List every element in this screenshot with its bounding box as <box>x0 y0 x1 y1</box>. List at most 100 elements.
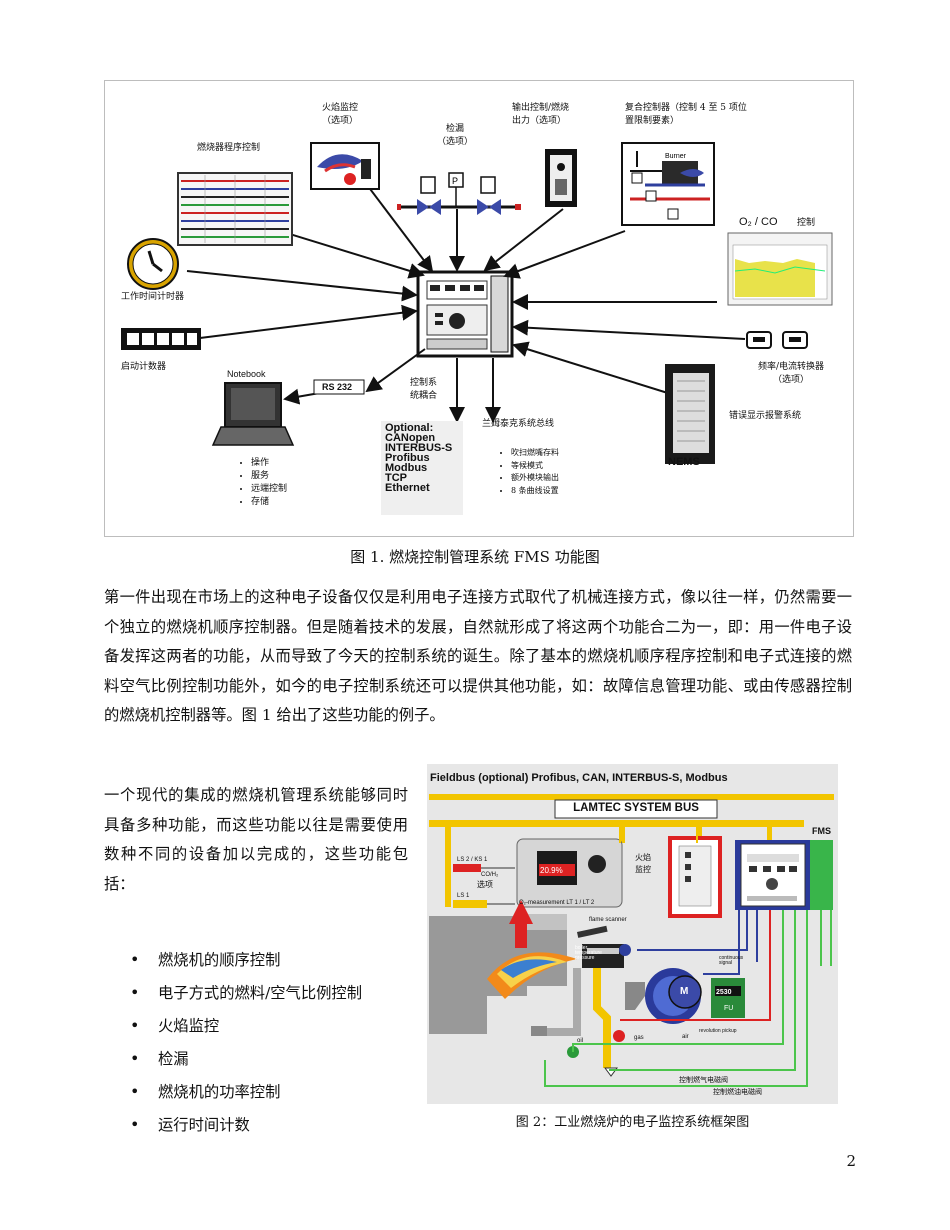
label-leak-detect: 检漏 <box>445 124 464 134</box>
label-ls1: LS 1 <box>457 893 470 899</box>
notebook-bullet: 存储 <box>251 496 287 509</box>
label-continuous-1: continuous <box>719 955 744 961</box>
label-option: 选项 <box>477 880 493 889</box>
optional-line: Profibus <box>385 452 430 464</box>
figure-2: Fieldbus (optional) Profibus, CAN, INTER… <box>427 764 838 1104</box>
label-fieldbus: Fieldbus (optional) Profibus, CAN, INTER… <box>430 772 728 784</box>
label-air: air <box>682 1034 689 1040</box>
label-leak-detect-opt: （选项） <box>436 137 473 147</box>
figure-2-caption: 图 2：工业燃烧炉的电子监控系统框架图 <box>515 1115 750 1130</box>
label-freq-converter-opt: （选项） <box>772 375 809 385</box>
label-co-h2: CO/H₂ <box>481 872 499 878</box>
function-item: 电子方式的燃料/空气比例控制 <box>130 979 362 1012</box>
label-notebook: Notebook <box>227 369 266 379</box>
optional-line: CANopen <box>385 432 436 444</box>
bus-bullet-list: 吹扫燃嘴存料 等候模式 额外模块输出 8 条曲线设置 <box>497 447 559 497</box>
system-bus-line <box>429 820 804 827</box>
notebook-bullet: 操作 <box>251 457 287 470</box>
svg-text:P: P <box>452 176 458 186</box>
leak-detection-valves-icon: P <box>397 172 521 215</box>
bus-bullet: 额外模块输出 <box>511 472 559 485</box>
figure-1: P Burner <box>104 80 854 537</box>
label-continuous-2: signal <box>719 960 733 966</box>
label-oil: oil <box>577 1038 584 1044</box>
label-boiler-3: pressure <box>575 955 595 961</box>
air-fan <box>625 968 702 1024</box>
optional-line: Optional: <box>385 422 434 434</box>
output-control-device-icon <box>545 149 577 207</box>
label-flame-mon-1: 火焰 <box>635 853 651 862</box>
label-boiler-2: temperature <box>575 950 602 956</box>
body-paragraph-1: 第一件出现在市场上的这种电子设备仅仅是利用电子连接方式取代了机械连接方式，像以往… <box>104 588 852 725</box>
bus-bullet: 吹扫燃嘴存料 <box>511 447 559 460</box>
bus-bullet: 8 条曲线设置 <box>511 485 559 498</box>
label-fms: FMS <box>812 826 831 836</box>
function-item: 运行时间计数 <box>130 1111 362 1144</box>
oil-pipe <box>537 968 581 1036</box>
notebook-bullet: 远端控制 <box>251 483 287 496</box>
label-flame-scanner: flame scanner <box>589 917 627 923</box>
flame-scanner-sensor <box>576 925 608 938</box>
frequency-converter-icon <box>746 331 808 349</box>
label-revolution: revolution pickup <box>699 1028 737 1034</box>
nems-display-icon <box>665 364 715 464</box>
label-gas-valve: 控制燃气电磁阀 <box>679 1076 728 1084</box>
o2-co-chart-icon <box>727 232 833 306</box>
rs232-box <box>313 379 365 395</box>
function-item: 检漏 <box>130 1045 362 1078</box>
label-fan-motor: M <box>680 986 689 997</box>
label-flame-monitor-opt: （选项） <box>321 116 358 126</box>
label-nems: NEMS <box>668 456 700 468</box>
ls1-probe <box>453 900 487 908</box>
optional-protocols-box: Optional: CANopen INTERBUS-S Profibus Mo… <box>381 421 463 515</box>
label-start-counter: 启动计数器 <box>121 362 167 372</box>
gas-pipe <box>593 968 611 1068</box>
fu-display-value: 2530 <box>716 989 732 996</box>
page-number: 2 <box>846 1152 856 1170</box>
fms-controller <box>735 840 833 910</box>
optional-line: Modbus <box>385 462 428 474</box>
label-o2-measurement: O₂-measurement LT 1 / LT 2 <box>519 900 595 906</box>
body-paragraph-2: 一个现代的集成的燃烧机管理系统能够同时具备多种功能，而这些功能以往是需要使用数种… <box>104 786 408 893</box>
label-fu: FU <box>724 1005 734 1012</box>
figure-1-caption: 图 1. 燃烧控制管理系统 FMS 功能图 <box>350 548 600 566</box>
notebook-bullet-list: 操作 服务 远端控制 存储 <box>237 457 287 509</box>
label-boiler-1: boiler <box>575 945 588 951</box>
label-system-bus: LAMTEC SYSTEM BUS <box>573 802 699 814</box>
function-list: 燃烧机的顺序控制 电子方式的燃料/空气比例控制 火焰监控 检漏 燃烧机的功率控制… <box>130 946 362 1144</box>
optional-line: TCP <box>385 472 407 484</box>
system-bus-box <box>554 799 718 819</box>
o2-display-value: 20.9% <box>540 866 563 875</box>
label-flame-mon-2: 监控 <box>635 865 651 874</box>
fu-inverter <box>711 978 745 1018</box>
label-ls2-ks1: LS 2 / KS 1 <box>457 857 488 863</box>
notebook-icon <box>211 382 295 446</box>
label-error-display: 错误显示报警系统 <box>729 411 802 421</box>
label-coupling-1: 控制系 <box>410 378 438 388</box>
label-o2co-control: 控制 <box>797 218 816 228</box>
burner-program-chart-icon <box>177 172 293 246</box>
label-lamtec-bus: 兰姆泰克系统总线 <box>482 419 555 429</box>
label-output-control: 输出控制/燃烧 <box>512 103 570 113</box>
label-burner-program: 燃烧器程序控制 <box>197 143 261 153</box>
label-coupling-2: 统耦合 <box>410 391 438 401</box>
o2-measurement-device <box>516 838 623 908</box>
fms-function-diagram: P Burner <box>121 142 833 464</box>
label-output-control-2: 出力（选项） <box>512 116 567 126</box>
label-gas: gas <box>634 1035 644 1041</box>
compound-controller-icon: Burner <box>621 142 715 226</box>
boiler-furnace <box>429 900 577 1034</box>
label-compound-control-2: 置限制要素） <box>625 116 680 126</box>
notebook-bullet: 服务 <box>251 470 287 483</box>
function-item: 燃烧机的功率控制 <box>130 1078 362 1111</box>
svg-text:Burner: Burner <box>665 153 687 160</box>
optional-line: INTERBUS-S <box>385 442 453 454</box>
flame-monitor-device <box>668 836 722 918</box>
label-compound-control: 复合控制器（控制 4 至 5 项位 <box>625 103 747 113</box>
optional-line: Ethernet <box>385 482 430 494</box>
burner-monitoring-diagram <box>429 794 834 1087</box>
start-counter-icon <box>121 328 201 350</box>
bus-bullet: 等候模式 <box>511 460 559 473</box>
label-o2co: O₂ / CO <box>739 216 778 228</box>
function-item: 火焰监控 <box>130 1012 362 1045</box>
